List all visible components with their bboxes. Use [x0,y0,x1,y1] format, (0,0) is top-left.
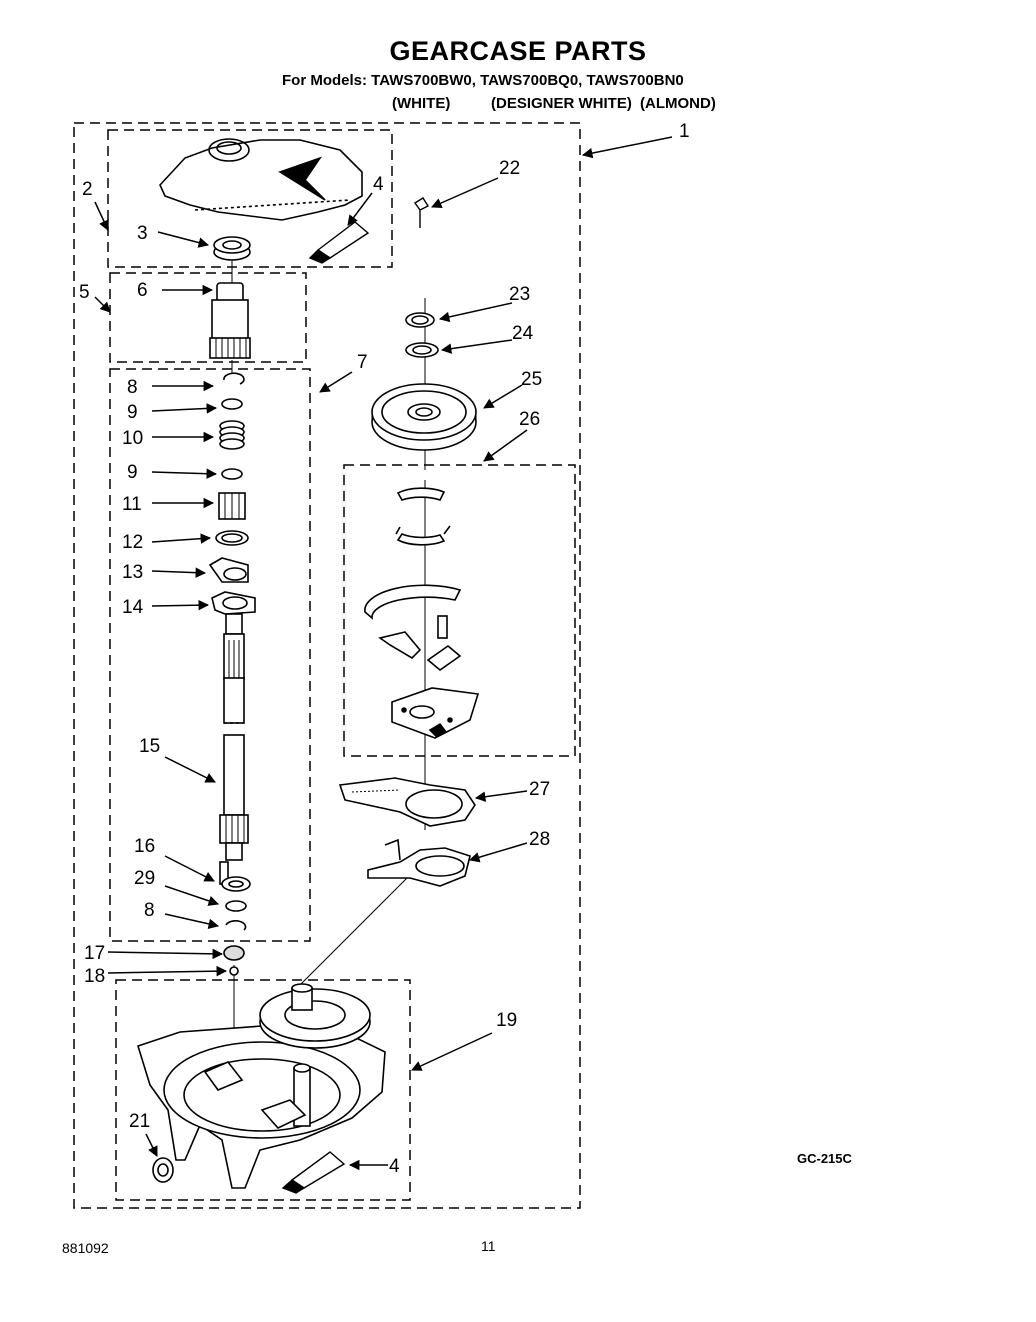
callout-2: 2 [82,179,93,200]
agitator-shaft [219,613,249,861]
callout-17: 17 [84,943,105,964]
callout-18: 18 [84,966,105,987]
assembly-box-7 [109,368,311,942]
assembly-box-26 [343,464,576,757]
page-number: 11 [481,1238,496,1254]
pinion-assembly [209,282,251,359]
gearcase-cover [159,138,363,221]
callout-9-lower: 9 [127,462,138,483]
assembly-box-2 [107,129,393,268]
callout-10: 10 [122,428,143,449]
callout-25: 25 [521,369,542,390]
variant-designer-white: (DESIGNER WHITE) [491,95,632,112]
callout-12: 12 [122,532,143,553]
seal [213,236,251,261]
callout-4-upper: 4 [373,174,384,195]
callout-27: 27 [529,779,550,800]
callout-5: 5 [79,282,90,303]
screw [413,197,430,228]
callout-8-lower: 8 [144,900,155,921]
callout-3: 3 [137,223,148,244]
callout-19: 19 [496,1010,517,1031]
shift-assembly [364,487,480,739]
diagram-code: GC-215C [797,1151,852,1166]
grease-tube-upper [308,221,370,264]
callout-23: 23 [509,284,530,305]
assembly-box-1 [73,122,581,1209]
callout-1: 1 [679,121,690,142]
callout-24: 24 [512,323,534,344]
grease-tube-lower [281,1151,346,1194]
callout-11: 11 [122,494,142,515]
callout-7: 7 [357,352,368,373]
callout-8-upper: 8 [127,377,138,398]
callout-21: 21 [129,1111,150,1132]
page-title: GEARCASE PARTS [389,36,647,66]
callout-6: 6 [137,280,148,301]
cam-and-shifter [338,777,476,887]
variant-almond: (ALMOND) [640,95,716,112]
callout-28: 28 [529,829,550,850]
gearcase-body [137,983,386,1189]
callout-13: 13 [122,562,143,583]
lower-hardware [219,861,251,976]
callout-14: 14 [122,597,144,618]
callout-26: 26 [519,409,540,430]
assembly-box-19 [115,979,411,1201]
callout-16: 16 [134,836,155,857]
model-list: For Models: TAWS700BW0, TAWS700BQ0, TAWS… [282,72,684,89]
callout-29: 29 [134,868,155,889]
drive-gear-stack [371,312,477,451]
shaft-hardware-stack [208,372,256,615]
callout-15: 15 [139,736,160,757]
variant-white: (WHITE) [392,95,451,112]
assembly-box-5 [109,272,307,363]
callout-9-upper: 9 [127,402,138,423]
callout-4-lower: 4 [389,1156,400,1177]
callout-22: 22 [499,158,520,179]
plug [152,1157,174,1183]
document-number: 881092 [62,1240,109,1256]
